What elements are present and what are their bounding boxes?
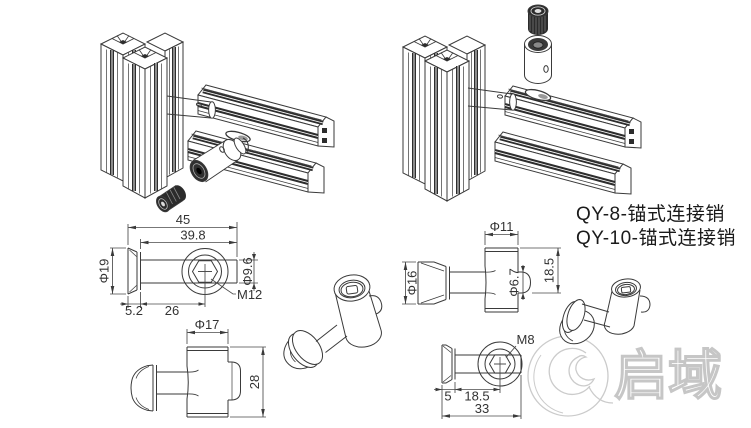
dim-head-thickness: 5.2: [125, 303, 143, 318]
dim-hole-center: 26: [165, 303, 179, 318]
dim-qy8-tip-diameter: Φ6.7: [507, 268, 522, 296]
label-qy10: QY-10-锚式连接销: [576, 227, 736, 249]
dim-thread: M12: [237, 287, 262, 302]
dim-qy8-head-diameter: Φ16: [405, 271, 420, 296]
drawing-qy8-pin: M8 5 18.5 33: [434, 332, 535, 419]
dim-qy8-head-thickness: 5: [444, 389, 451, 404]
dim-qy8-hole-center: 18.5: [464, 389, 489, 404]
dim-qy8-barrel-diameter: Φ11: [490, 219, 514, 234]
dim-barrel-diameter: Φ17: [195, 317, 220, 332]
dim-qy8-total-length: 33: [475, 401, 489, 416]
dim-barrel-height: 28: [247, 375, 262, 389]
iso-figure-qy10: [99, 32, 335, 213]
dim-head-diameter: Φ19: [97, 259, 112, 284]
drawing-qy10-anchor: Φ17 28: [130, 317, 266, 418]
iso-figure-qy8: [401, 4, 641, 203]
dim-shaft-length: 39.8: [180, 228, 205, 243]
drawing-qy10-pin: 45 39.8 Φ19 Φ9.6 M12 5.2 26: [97, 212, 263, 318]
watermark-text: 启域: [614, 346, 722, 406]
dim-qy8-thread: M8: [517, 332, 535, 347]
drawing-qy8-iso: [559, 278, 651, 345]
dim-total-length: 45: [176, 212, 190, 227]
drawing-qy10-iso: [283, 274, 383, 370]
dim-shaft-diameter: Φ9.6: [240, 257, 255, 285]
label-qy8: QY-8-锚式连接销: [576, 203, 725, 225]
watermark-logo: 启域: [527, 335, 723, 417]
dim-qy8-barrel-height: 18.5: [542, 258, 557, 283]
drawing-qy8-anchor: Φ11 18.5 Φ6.7 Φ16: [402, 219, 561, 313]
